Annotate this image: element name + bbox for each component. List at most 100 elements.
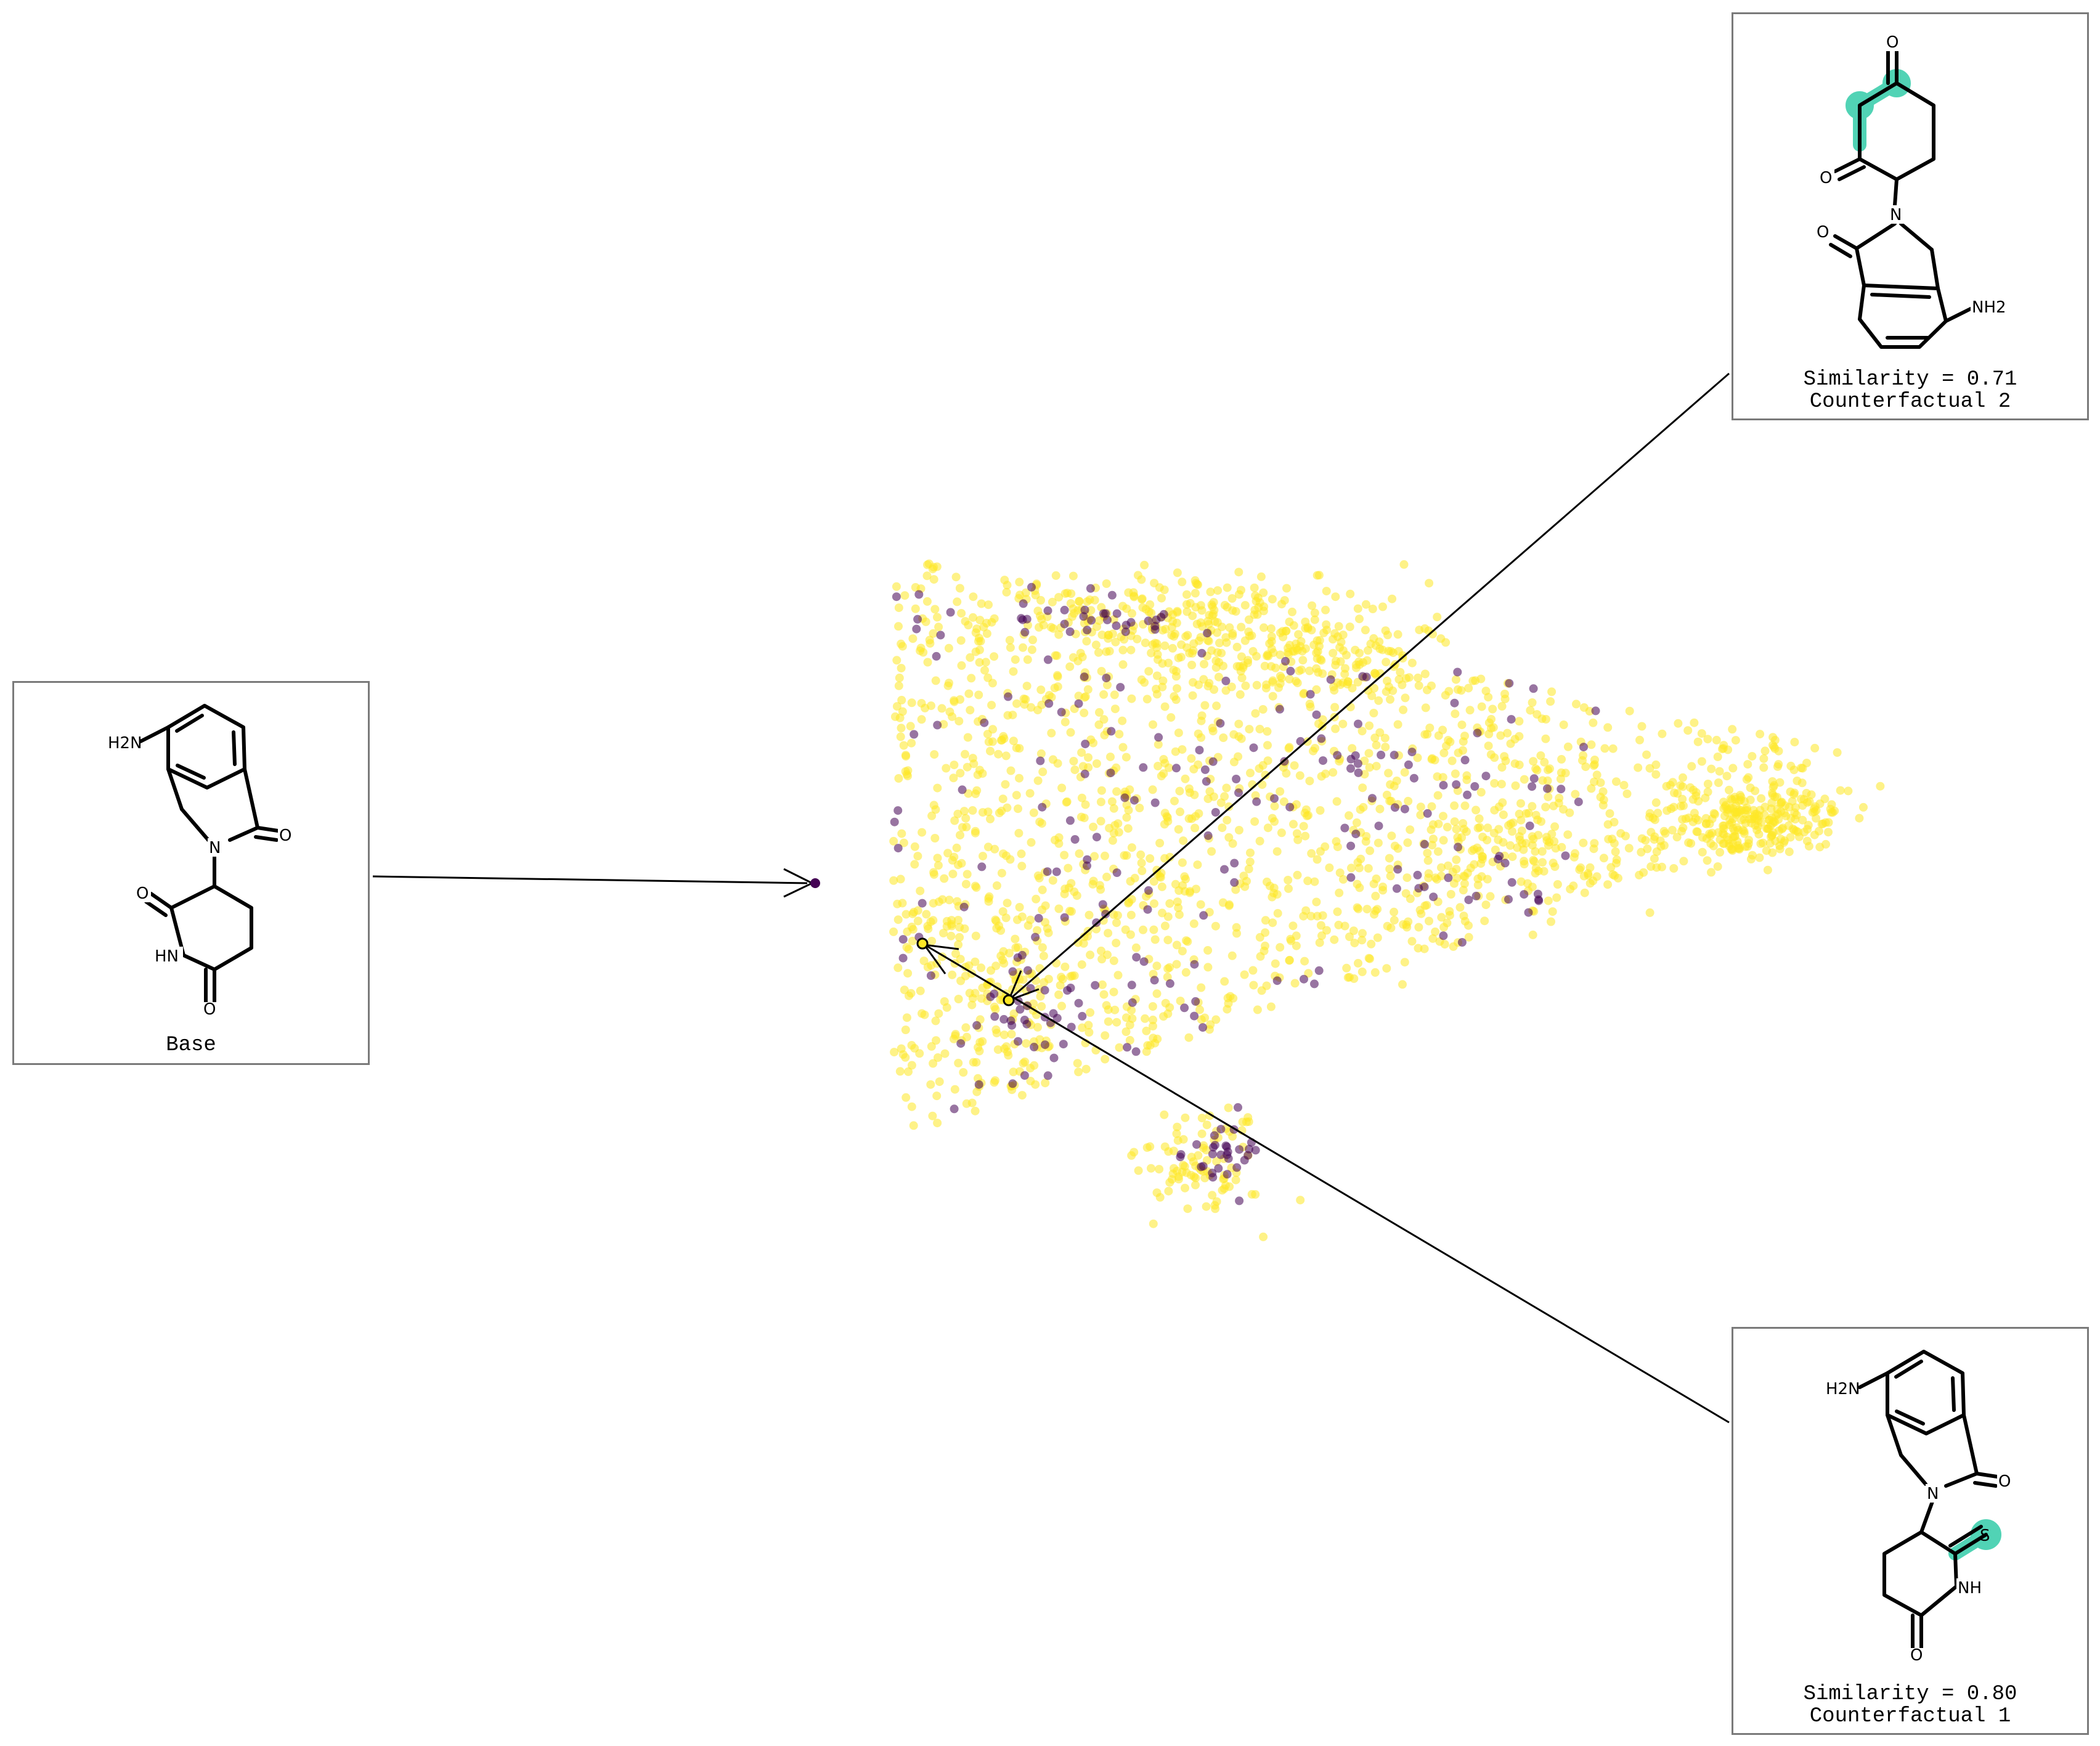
scatter-point-class-b [1368,794,1377,803]
scatter-point-class-a [1121,1013,1131,1022]
scatter-point-class-a [1459,886,1468,895]
scatter-point-class-a [1118,660,1128,669]
scatter-point-class-b [1131,1047,1141,1056]
scatter-point-class-a [1679,823,1688,833]
scatter-point-class-b [1504,895,1513,904]
scatter-point-class-a [893,963,903,973]
scatter-point-class-a [1143,1041,1152,1050]
scatter-point-class-a [1817,820,1826,829]
scatter-point-class-a [1077,793,1086,802]
scatter-point-class-a [1603,820,1613,829]
scatter-point-class-b [1534,895,1543,904]
scatter-point-class-a [1268,678,1277,687]
scatter-point-class-a [899,741,908,750]
scatter-point-class-a [922,571,932,581]
scatter-point-class-a [938,895,947,904]
scatter-point-class-a [1135,804,1144,812]
scatter-point-class-a [1104,1005,1113,1014]
scatter-point-class-a [1726,794,1735,803]
scatter-point-class-a [1289,621,1298,630]
scatter-point-class-b [1150,625,1160,634]
scatter-point-class-a [1112,918,1121,928]
scatter-point-class-a [1616,829,1626,838]
scatter-point-class-a [1263,877,1271,886]
scatter-point-class-a [1101,1055,1110,1064]
scatter-point-class-a [1174,728,1183,738]
scatter-point-class-a [1637,834,1646,843]
scatter-point-class-a [948,712,957,721]
scatter-point-class-a [1378,886,1388,895]
scatter-point-class-a [918,828,927,837]
scatter-point-class-a [1330,935,1339,944]
scatter-point-class-a [1017,1091,1027,1100]
scatter-point-class-a [1551,844,1560,853]
scatter-point-class-a [1494,825,1504,834]
scatter-point-class-a [1662,781,1671,791]
scatter-point-class-a [1246,848,1255,857]
scatter-point-class-a [947,921,956,931]
scatter-point-class-a [1358,929,1367,938]
scatter-point-class-a [965,989,974,998]
scatter-point-class-a [1330,629,1339,638]
scatter-point-class-a [929,801,938,810]
scatter-point-class-a [978,1037,987,1046]
scatter-point-class-a [1356,805,1365,814]
scatter-point-class-a [1160,1142,1170,1151]
scatter-point-class-a [1520,775,1529,784]
scatter-point-class-b [1543,784,1552,793]
scatter-point-class-a [1261,941,1269,950]
scatter-point-class-a [956,769,965,778]
scatter-point-class-a [1256,952,1265,961]
scatter-point-class-a [1150,935,1160,944]
scatter-point-class-a [1625,706,1634,716]
scatter-point-class-a [1086,950,1095,960]
scatter-point-class-a [1526,706,1535,715]
atom-label-o: O [1910,1646,1923,1665]
scatter-point-class-a [1174,903,1183,912]
scatter-point-class-b [980,718,989,727]
scatter-point-class-a [1365,721,1374,730]
scatter-point-class-a [1292,643,1301,653]
scatter-point-class-a [1400,768,1409,777]
scatter-point-class-a [1316,806,1325,815]
scatter-point-class-a [1012,743,1021,753]
scatter-point-class-a [956,636,966,645]
scatter-point-class-a [1224,802,1234,811]
scatter-point-class-a [1148,1002,1157,1011]
scatter-point-class-a [1443,823,1452,831]
scatter-point-class-a [926,638,935,648]
scatter-point-class-a [1559,720,1568,729]
scatter-point-class-b [1099,609,1108,618]
scatter-point-class-a [1668,778,1677,787]
scatter-point-class-b [1460,756,1470,765]
scatter-point-class-a [903,927,912,936]
scatter-point-class-a [1189,678,1197,687]
scatter-point-class-b [1354,719,1362,728]
scatter-point-class-b [1004,692,1012,701]
scatter-point-class-a [1508,827,1516,836]
scatter-point-class-a [1258,705,1268,714]
scatter-point-class-a [1556,774,1565,783]
scatter-point-class-b [1285,802,1295,812]
scatter-point-class-a [1300,688,1309,698]
scatter-point-class-a [1310,608,1319,618]
scatter-point-class-b [1520,890,1529,899]
scatter-point-class-a [1357,727,1367,736]
scatter-point-class-a [923,658,932,667]
scatter-point-class-b [1112,868,1121,877]
scatter-point-class-a [1212,1157,1221,1166]
scatter-point-class-a [1375,637,1384,647]
scatter-point-class-a [1250,583,1259,592]
scatter-point-class-a [1548,907,1557,916]
scatter-point-class-a [1179,1135,1188,1144]
scatter-point-class-a [1232,923,1241,932]
scatter-point-class-a [1307,849,1316,858]
scatter-point-class-a [1013,915,1022,924]
scatter-point-class-a [1160,921,1170,931]
scatter-point-class-a [1260,623,1268,632]
scatter-point-class-a [1110,704,1120,714]
scatter-point-class-a [1403,838,1412,847]
scatter-point-class-a [1876,781,1885,791]
scatter-point-class-a [1239,871,1248,881]
atom-label-o: O [1998,1472,2011,1491]
